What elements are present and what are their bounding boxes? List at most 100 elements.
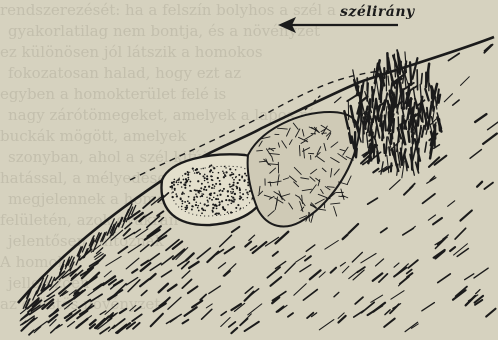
vegetation-stroke xyxy=(410,62,411,84)
sand-dot xyxy=(244,173,246,175)
hatch-stroke xyxy=(273,252,278,256)
sand-dot xyxy=(247,197,249,199)
sand-dot xyxy=(247,184,249,186)
sand-dot xyxy=(201,208,203,210)
hatch-stroke xyxy=(135,307,141,312)
hatch-stroke xyxy=(202,309,212,319)
hatch-stroke xyxy=(79,300,90,308)
sand-dot xyxy=(235,207,237,209)
sand-dot xyxy=(198,210,200,212)
hatch-stroke xyxy=(128,244,141,253)
vegetation-stroke xyxy=(425,142,427,152)
hatch-stroke xyxy=(159,284,168,293)
sand-dot xyxy=(240,196,242,198)
sand-dot xyxy=(209,170,211,172)
hatch-stroke xyxy=(209,286,221,294)
sand-dot xyxy=(212,179,214,181)
sand-dot xyxy=(227,190,229,192)
hatch-stroke xyxy=(220,235,232,246)
sand-dot xyxy=(203,188,205,190)
hatch-stroke xyxy=(130,306,136,311)
sand-dot xyxy=(193,198,195,200)
sand-dot xyxy=(184,201,186,203)
sand-dot xyxy=(175,193,177,195)
hatch-stroke xyxy=(457,249,468,257)
hatch-stroke xyxy=(132,314,142,321)
sand-dot xyxy=(194,172,195,173)
hatch-stroke xyxy=(100,327,109,333)
sand-dot xyxy=(233,179,235,181)
hatch-stroke xyxy=(296,256,306,262)
sand-dot xyxy=(246,192,248,194)
sand-dot xyxy=(187,200,189,202)
hatch-stroke xyxy=(390,180,401,190)
hatch-stroke xyxy=(35,321,48,330)
sand-dot xyxy=(236,187,238,189)
hatch-stroke xyxy=(221,312,226,316)
hatch-stroke xyxy=(207,252,218,262)
sand-dot xyxy=(212,204,214,206)
hatch-stroke xyxy=(470,150,481,159)
vegetation-stroke xyxy=(391,125,393,144)
sand-dot xyxy=(178,179,180,181)
sand-dot xyxy=(232,189,234,191)
hatch-stroke xyxy=(460,211,471,221)
sand-dot xyxy=(189,185,191,187)
hatch-stroke xyxy=(51,325,60,333)
sand-dot xyxy=(181,193,183,195)
hatch-stroke xyxy=(136,229,148,237)
sand-dot xyxy=(206,175,208,177)
sand-dot xyxy=(215,213,217,215)
hatch-stroke xyxy=(300,265,311,272)
hatch-stroke xyxy=(342,266,348,273)
sand-dot xyxy=(201,193,202,194)
hatch-stroke xyxy=(229,322,236,327)
hatch-stroke xyxy=(340,262,345,266)
hatch-stroke xyxy=(143,212,152,218)
sand-dot xyxy=(188,172,190,174)
sand-dot xyxy=(242,193,244,195)
sand-dot xyxy=(219,183,221,185)
sand-dot xyxy=(195,194,196,195)
hatch-stroke xyxy=(399,277,408,286)
sand-dot xyxy=(218,172,220,174)
sand-dot xyxy=(223,188,225,190)
sand-dot xyxy=(181,206,183,208)
sand-dot xyxy=(184,173,186,175)
hatch-stroke xyxy=(197,248,210,259)
hatch-stroke xyxy=(368,198,378,204)
hatch-stroke xyxy=(355,297,363,304)
sand-dot xyxy=(239,179,241,181)
vegetation-stroke xyxy=(400,82,401,91)
sand-dot xyxy=(183,179,185,181)
sand-dot xyxy=(231,172,233,174)
sand-dot xyxy=(172,196,174,198)
vegetation-stroke xyxy=(421,74,422,84)
hatch-stroke xyxy=(477,182,482,187)
hatch-stroke xyxy=(486,309,495,317)
sand-dot xyxy=(194,189,196,191)
hatch-stroke xyxy=(189,262,198,268)
sand-dot xyxy=(212,184,214,186)
hatch-stroke xyxy=(305,256,311,260)
sand-dot xyxy=(246,175,248,177)
sand-dot xyxy=(247,194,248,195)
vegetation-stroke xyxy=(380,90,381,99)
sand-dot xyxy=(191,209,193,211)
hatch-stroke xyxy=(88,285,102,295)
sand-dot xyxy=(176,195,178,197)
sand-dot xyxy=(217,177,219,179)
hatch-stroke xyxy=(444,94,452,102)
sand-dot xyxy=(237,182,239,184)
hatch-stroke xyxy=(448,201,455,207)
sand-dot xyxy=(184,184,186,186)
vegetation-stroke xyxy=(422,126,424,137)
hatch-stroke xyxy=(433,218,442,224)
sand-dot xyxy=(180,198,182,200)
hatch-stroke xyxy=(118,247,127,253)
crust-stroke xyxy=(299,145,300,155)
hatch-stroke xyxy=(450,247,455,251)
hatch-stroke xyxy=(96,248,102,254)
sand-dot xyxy=(205,189,207,191)
hatch-stroke xyxy=(105,303,118,314)
